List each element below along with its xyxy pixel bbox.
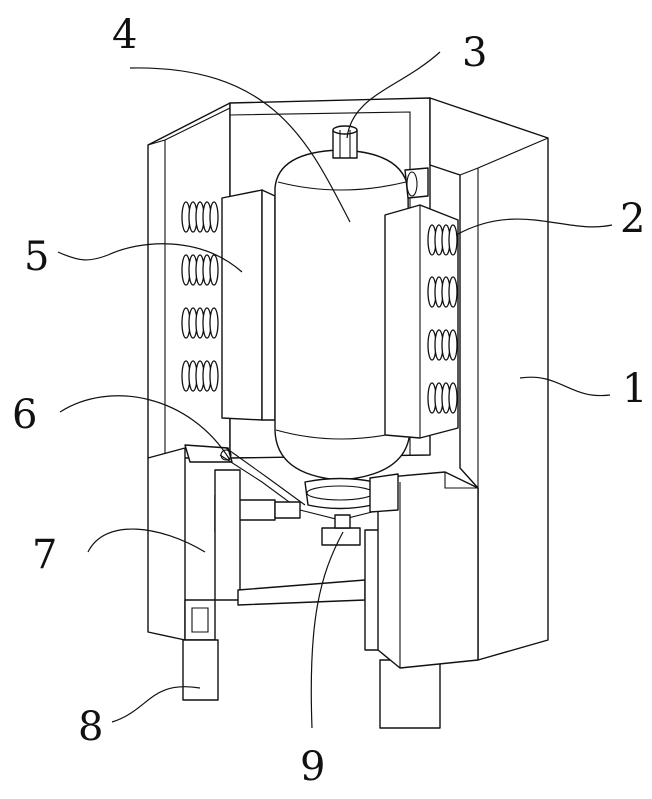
label-8: 8 — [78, 704, 103, 750]
leader-lines — [57, 51, 613, 729]
label-9: 9 — [300, 744, 325, 790]
spring-group-right — [427, 224, 458, 414]
top-valve — [332, 125, 358, 159]
label-6: 6 — [12, 392, 37, 438]
label-4: 4 — [112, 12, 137, 58]
label-2: 2 — [620, 196, 645, 242]
spring-left-4 — [181, 360, 219, 392]
clamp-plate-left — [221, 189, 276, 421]
spring-right-2 — [427, 276, 458, 308]
label-1: 1 — [622, 366, 647, 412]
label-7: 7 — [32, 532, 57, 578]
spring-left-1 — [181, 201, 219, 233]
reference-labels: 1 2 3 4 5 6 7 8 9 — [12, 12, 647, 790]
label-5: 5 — [24, 234, 49, 280]
spring-group-left — [181, 201, 219, 392]
spring-right-3 — [427, 329, 458, 361]
spring-right-4 — [427, 382, 458, 414]
label-3: 3 — [462, 30, 487, 76]
spring-right-1 — [427, 224, 458, 256]
spring-left-2 — [181, 254, 219, 286]
clamp-plate-right — [384, 204, 459, 439]
spring-left-3 — [181, 307, 219, 339]
bottom-mechanism — [182, 444, 479, 729]
